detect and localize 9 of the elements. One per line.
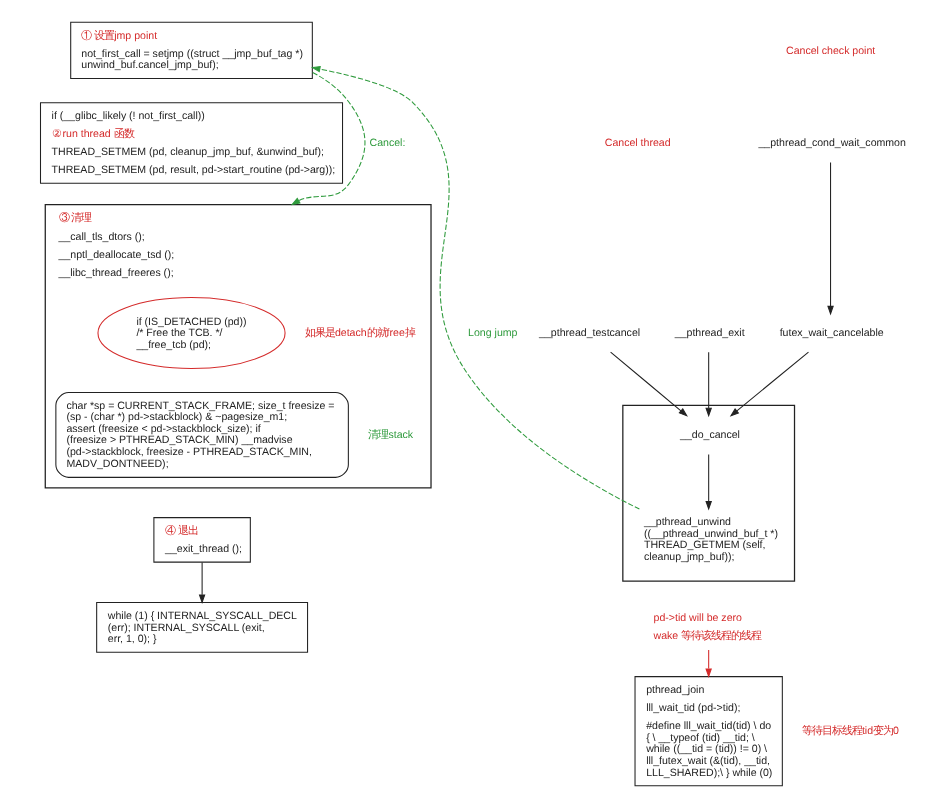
arrow: [704, 350, 711, 417]
arrow: [289, 71, 365, 205]
arrow: [704, 452, 711, 510]
arrow: [728, 350, 808, 416]
arrow: [309, 64, 639, 509]
arrow: [197, 560, 205, 603]
arrow: [609, 350, 687, 416]
arrow: [826, 160, 833, 315]
arrow: [704, 648, 711, 677]
